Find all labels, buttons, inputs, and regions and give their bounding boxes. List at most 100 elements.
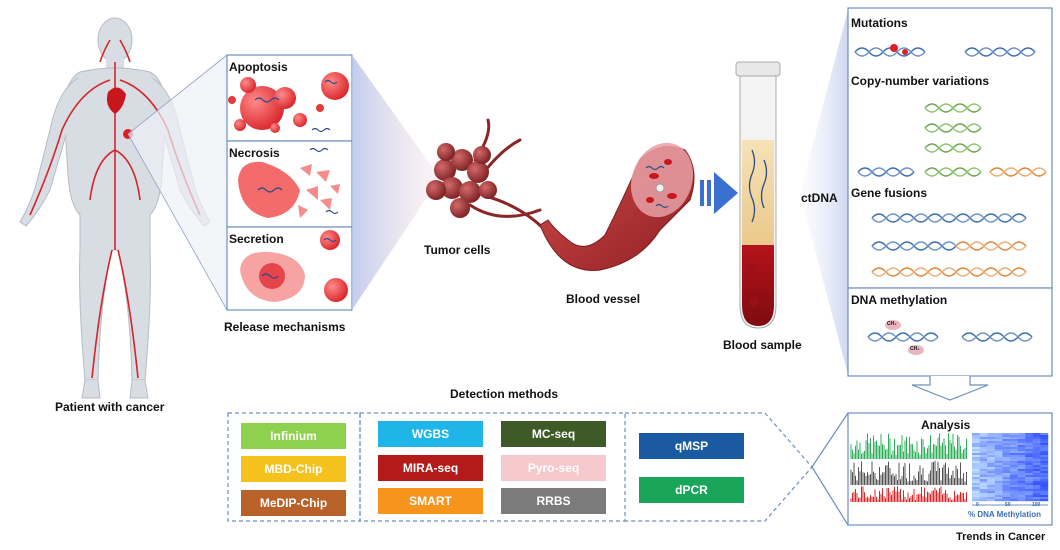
heatmap-cell bbox=[1002, 495, 1011, 498]
heatmap-cell bbox=[1040, 479, 1049, 482]
heatmap-cell bbox=[1017, 483, 1026, 486]
heatmap-cell bbox=[987, 455, 995, 458]
heatmap-cell bbox=[1002, 481, 1011, 484]
heatmap-cell bbox=[1010, 435, 1018, 438]
heatmap-cell bbox=[972, 463, 980, 466]
heatmap-cell bbox=[972, 475, 980, 478]
heatmap-cell bbox=[1025, 457, 1033, 460]
heatmap-cell bbox=[1025, 467, 1033, 470]
heatmap-cell bbox=[1010, 491, 1018, 494]
heatmap-cell bbox=[1017, 441, 1026, 444]
methylation-axis-label: % DNA Methylation bbox=[968, 510, 1042, 519]
heatmap-cell bbox=[972, 451, 980, 454]
heatmap-cell bbox=[994, 491, 1003, 494]
methyl-group-label-2: CH₃ bbox=[910, 346, 920, 352]
heatmap-cell bbox=[979, 433, 988, 436]
heatmap-cell bbox=[1002, 493, 1011, 496]
heatmap-cell bbox=[1025, 499, 1033, 502]
heatmap-cell bbox=[1002, 435, 1011, 438]
heatmap-cell bbox=[1025, 437, 1033, 440]
heatmap-cell bbox=[1032, 473, 1041, 476]
heatmap-cell bbox=[979, 495, 988, 498]
heatmap-cell bbox=[1032, 453, 1041, 456]
heatmap-cell bbox=[1032, 439, 1041, 442]
heatmap-cell bbox=[1017, 489, 1026, 492]
heatmap-cell bbox=[1032, 433, 1041, 436]
mutations-label: Mutations bbox=[851, 16, 908, 30]
method-mbd-chip: MBD-Chip bbox=[241, 456, 346, 482]
heatmap-cell bbox=[1032, 465, 1041, 468]
heatmap-cell bbox=[1002, 447, 1011, 450]
heatmap-cell bbox=[1017, 449, 1026, 452]
heatmap-cell bbox=[1032, 475, 1041, 478]
analysis-plots bbox=[850, 433, 1049, 506]
heatmap-cell bbox=[994, 483, 1003, 486]
methyl-group-label-1: CH₃ bbox=[887, 321, 897, 327]
heatmap-cell bbox=[1040, 457, 1049, 460]
heatmap-cell bbox=[979, 443, 988, 446]
heatmap-cell bbox=[1010, 457, 1018, 460]
heatmap-cell bbox=[1025, 447, 1033, 450]
heatmap-cell bbox=[994, 493, 1003, 496]
heatmap-cell bbox=[979, 439, 988, 442]
heatmap-cell bbox=[1032, 483, 1041, 486]
patient-label: Patient with cancer bbox=[55, 400, 165, 414]
arrow-to-tube bbox=[700, 172, 738, 214]
heatmap-cell bbox=[1002, 451, 1011, 454]
heatmap-cell bbox=[1017, 463, 1026, 466]
heatmap-cell bbox=[1040, 435, 1049, 438]
heatmap-cell bbox=[972, 481, 980, 484]
heatmap-cell bbox=[994, 447, 1003, 450]
heatmap-cell bbox=[1032, 437, 1041, 440]
method-dpcr: dPCR bbox=[639, 477, 744, 503]
heatmap-cell bbox=[994, 467, 1003, 470]
heatmap-cell bbox=[994, 437, 1003, 440]
heatmap-cell bbox=[1040, 473, 1049, 476]
heatmap-cell bbox=[1017, 475, 1026, 478]
heatmap-cell bbox=[1040, 471, 1049, 474]
heatmap-cell bbox=[1040, 445, 1049, 448]
heatmap-cell bbox=[1002, 497, 1011, 500]
heatmap-cell bbox=[979, 437, 988, 440]
heatmap-cell bbox=[1017, 457, 1026, 460]
heatmap-cell bbox=[979, 491, 988, 494]
heatmap-cell bbox=[972, 499, 980, 502]
heatmap-cell bbox=[979, 461, 988, 464]
heatmap-cell bbox=[1010, 481, 1018, 484]
heatmap-cell bbox=[1040, 469, 1049, 472]
heatmap-cell bbox=[1010, 477, 1018, 480]
heatmap-cell bbox=[972, 449, 980, 452]
heatmap-cell bbox=[1032, 479, 1041, 482]
apoptosis-label: Apoptosis bbox=[229, 60, 288, 74]
heatmap-cell bbox=[1025, 435, 1033, 438]
heatmap-cell bbox=[972, 447, 980, 450]
heatmap-cell bbox=[972, 459, 980, 462]
heatmap-cell bbox=[1032, 497, 1041, 500]
method-smart: SMART bbox=[378, 488, 483, 514]
heatmap-cell bbox=[1017, 477, 1026, 480]
heatmap-cell bbox=[972, 433, 980, 436]
heatmap-cell bbox=[1032, 435, 1041, 438]
heatmap-cell bbox=[1032, 441, 1041, 444]
heatmap-cell bbox=[972, 473, 980, 476]
heatmap-cell bbox=[987, 475, 995, 478]
blood-vessel-illustration bbox=[539, 142, 695, 271]
heatmap-cell bbox=[1040, 493, 1049, 496]
heatmap-cell bbox=[1025, 449, 1033, 452]
heatmap-cell bbox=[994, 457, 1003, 460]
heatmap-cell bbox=[979, 467, 988, 470]
heatmap-cell bbox=[1032, 447, 1041, 450]
heatmap-cell bbox=[1040, 481, 1049, 484]
heatmap-cell bbox=[979, 447, 988, 450]
heatmap-cell bbox=[1017, 465, 1026, 468]
heatmap-cell bbox=[994, 451, 1003, 454]
heatmap-cell bbox=[1017, 443, 1026, 446]
heatmap-cell bbox=[1017, 495, 1026, 498]
heatmap-cell bbox=[1025, 433, 1033, 436]
heatmap-cell bbox=[987, 465, 995, 468]
heatmap-cell bbox=[1002, 499, 1011, 502]
heatmap-cell bbox=[994, 465, 1003, 468]
heatmap-cell bbox=[994, 461, 1003, 464]
heatmap-cell bbox=[972, 435, 980, 438]
